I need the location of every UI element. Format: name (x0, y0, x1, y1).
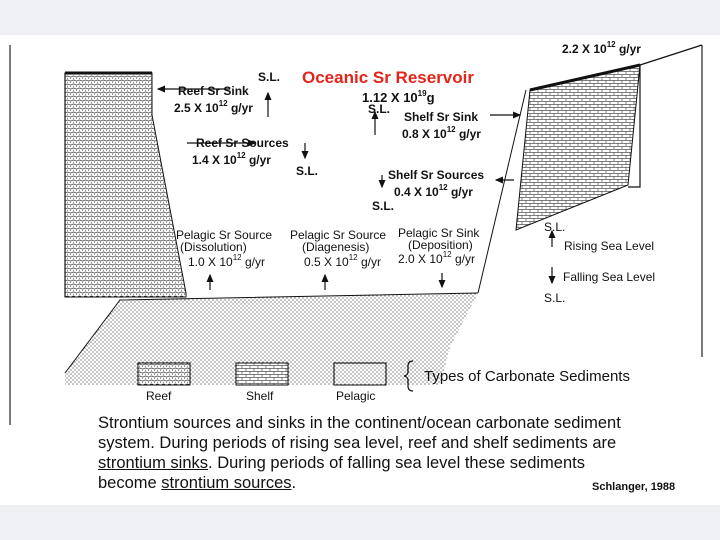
legend-reef-label: Reef (146, 390, 171, 402)
shelf-sources-title: Shelf Sr Sources (388, 169, 484, 181)
sl-label-reef-sink: S.L. (258, 71, 280, 83)
shelf-sink-title: Shelf Sr Sink (404, 111, 478, 123)
shelf-slope-line (478, 90, 526, 293)
sl-label-center-top: S.L. (368, 103, 390, 115)
legend-reef-swatch (138, 363, 190, 385)
reef-sink-flux: 2.5 X 1012 g/yr (174, 100, 253, 114)
sl-label-rising: S.L. (544, 221, 565, 233)
shelf-sources-flux: 0.4 X 1012 g/yr (394, 184, 473, 198)
top-flux-label: 2.2 X 1012 g/yr (562, 41, 641, 55)
pelagic-deposition-flux: 2.0 X 1012 g/yr (398, 251, 475, 265)
sl-label-shelf-sources: S.L. (372, 200, 394, 212)
rising-sea-level-label: Rising Sea Level (564, 240, 654, 252)
legend-pelagic-label: Pelagic (336, 390, 375, 402)
legend-title: Types of Carbonate Sediments (424, 369, 630, 384)
pelagic-dissolution-flux: 1.0 X 1012 g/yr (188, 254, 265, 268)
pelagic-diagenesis-flux: 0.5 X 1012 g/yr (304, 254, 381, 268)
source-credit: Schlanger, 1988 (592, 481, 675, 493)
legend-shelf-swatch (236, 363, 288, 385)
sl-label-falling: S.L. (544, 292, 565, 304)
caption-sources-term: strontium sources (161, 474, 291, 492)
pelagic-deposition-sub: (Deposition) (408, 239, 473, 251)
figure-panel: 2.2 X 1012 g/yr Oceanic Sr Reservoir 1.1… (0, 35, 720, 505)
sl-label-reef-sources: S.L. (296, 165, 318, 177)
shelf-ramp-line (640, 45, 702, 65)
reef-sources-flux: 1.4 X 1012 g/yr (192, 152, 271, 166)
legend-shelf-label: Shelf (246, 390, 273, 402)
figure-caption: Strontium sources and sinks in the conti… (98, 413, 638, 493)
reef-sink-title: Reef Sr Sink (178, 85, 249, 97)
pelagic-dissolution-sub: (Dissolution) (180, 241, 247, 253)
legend-pelagic-swatch (334, 363, 386, 385)
falling-sea-level-label: Falling Sea Level (563, 271, 655, 283)
reservoir-title: Oceanic Sr Reservoir (302, 69, 474, 86)
caption-sinks-term: strontium sinks (98, 454, 208, 472)
pelagic-diagenesis-sub: (Diagenesis) (302, 241, 369, 253)
shelf-sink-flux: 0.8 X 1012 g/yr (402, 126, 481, 140)
reef-body (65, 73, 186, 297)
reef-sources-title: Reef Sr Sources (196, 137, 289, 149)
